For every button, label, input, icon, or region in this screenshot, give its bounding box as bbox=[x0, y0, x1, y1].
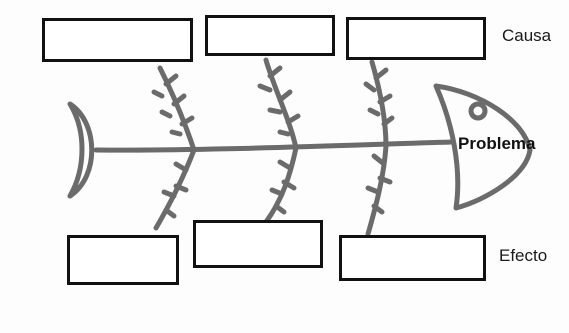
causa-label: Causa bbox=[502, 26, 551, 46]
effect-box-1[interactable] bbox=[67, 235, 179, 285]
fish-tail bbox=[70, 104, 92, 196]
problema-label: Problema bbox=[458, 134, 535, 154]
effect-box-2[interactable] bbox=[193, 220, 323, 268]
cause-box-1[interactable] bbox=[42, 18, 193, 62]
effect-box-3[interactable] bbox=[339, 235, 486, 281]
cause-box-2[interactable] bbox=[205, 15, 335, 56]
fish-spine bbox=[96, 142, 452, 150]
bone-upper-1 bbox=[160, 68, 194, 150]
cause-box-3[interactable] bbox=[346, 17, 486, 60]
efecto-label: Efecto bbox=[499, 246, 547, 266]
fish-eye bbox=[471, 104, 485, 118]
